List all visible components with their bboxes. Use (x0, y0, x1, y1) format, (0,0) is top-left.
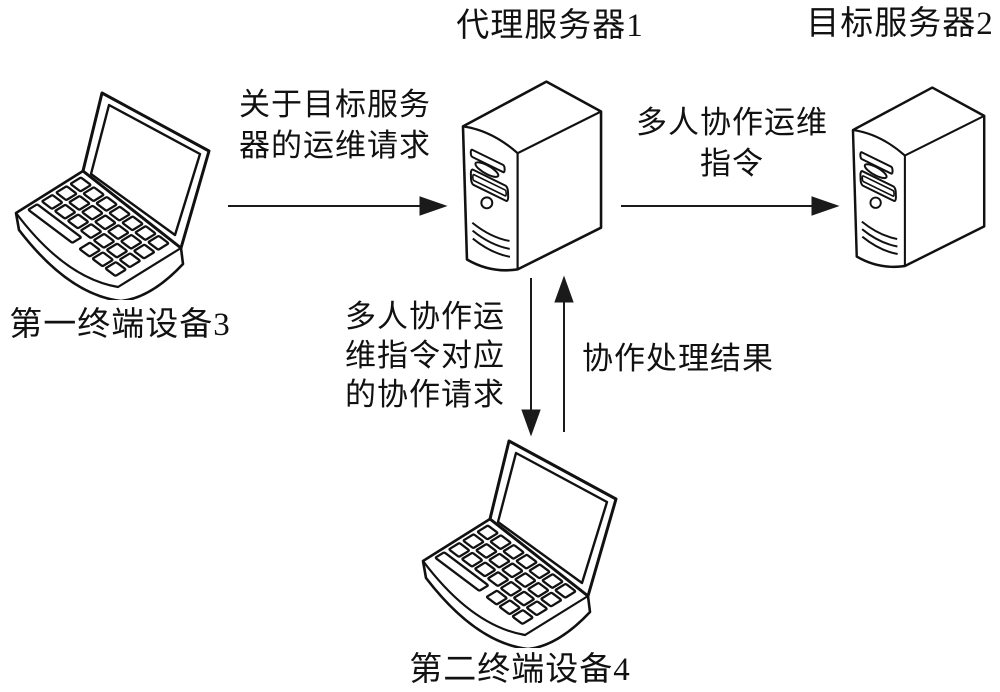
first-terminal-label: 第一终端设备3 (9, 307, 231, 343)
om-request-label: 关于目标服务 器的运维请求 (239, 87, 431, 163)
arrow-collab-request (521, 278, 541, 437)
collab-command-label: 多人协作运维 指令 (636, 105, 828, 181)
arrow-om-request (228, 196, 448, 216)
collab-request-label: 多人协作运 维指令对应 的协作请求 (345, 299, 505, 412)
collab-result-label: 协作处理结果 (582, 341, 774, 376)
proxy-server-label: 代理服务器1 (456, 8, 644, 44)
arrow-collab-result (554, 275, 574, 432)
arrow-collab-command (621, 196, 840, 216)
second-terminal-label: 第二终端设备4 (409, 652, 631, 688)
target-server-label: 目标服务器2 (806, 6, 994, 42)
